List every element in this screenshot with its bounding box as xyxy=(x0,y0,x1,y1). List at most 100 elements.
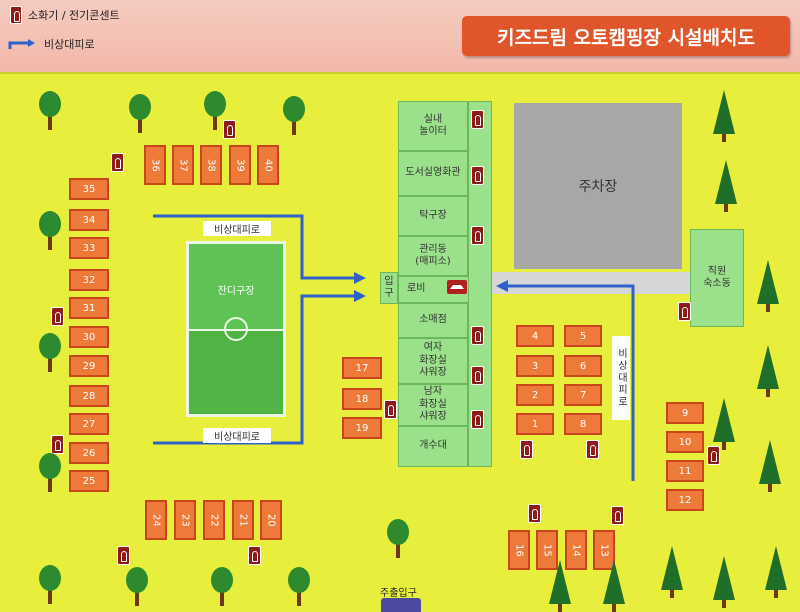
campsite[interactable]: 17 xyxy=(342,357,382,379)
legend-evac-label: 비상대피로 xyxy=(44,38,95,51)
tree-icon xyxy=(211,567,233,606)
center-circle xyxy=(224,317,248,341)
tree-icon xyxy=(387,519,409,558)
campsite[interactable]: 36 xyxy=(144,145,166,185)
campsite[interactable]: 6 xyxy=(564,355,602,377)
evac-label-top: 비상대피로 xyxy=(203,221,271,236)
library-theater: 도서실영화관 xyxy=(398,151,468,196)
campsite[interactable]: 22 xyxy=(203,500,225,540)
washroom: 개수대 xyxy=(398,426,468,467)
road xyxy=(492,272,690,294)
fire-extinguisher-icon xyxy=(223,120,236,139)
campsite[interactable]: 13 xyxy=(593,530,615,570)
campsite[interactable]: 38 xyxy=(200,145,222,185)
tree-icon xyxy=(129,94,151,133)
campsite[interactable]: 1 xyxy=(516,413,554,435)
men-restroom: 남자 화장실 샤워장 xyxy=(398,384,468,426)
campsite[interactable]: 8 xyxy=(564,413,602,435)
campsite[interactable]: 9 xyxy=(666,402,704,424)
parking-lot: 주차장 xyxy=(514,103,682,269)
campsite[interactable]: 20 xyxy=(260,500,282,540)
fire-extinguisher-icon xyxy=(611,506,624,525)
campsite[interactable]: 25 xyxy=(69,470,109,492)
fire-extinguisher-icon xyxy=(678,302,691,321)
campsite[interactable]: 27 xyxy=(69,413,109,435)
fire-extinguisher-icon xyxy=(384,400,397,419)
pine-tree-icon xyxy=(765,546,787,598)
fire-extinguisher-icon xyxy=(51,435,64,454)
tree-icon xyxy=(283,96,305,135)
tree-icon xyxy=(39,565,61,604)
pine-tree-icon xyxy=(549,560,571,612)
campsite[interactable]: 30 xyxy=(69,326,109,348)
indoor-playground: 실내 놀이터 xyxy=(398,101,468,151)
campsite[interactable]: 23 xyxy=(174,500,196,540)
campsite[interactable]: 2 xyxy=(516,384,554,406)
page-title: 키즈드림 오토캠핑장 시설배치도 xyxy=(462,16,790,56)
pine-tree-icon xyxy=(715,160,737,212)
campsite[interactable]: 34 xyxy=(69,209,109,231)
evac-label-right: 비상대피로 xyxy=(612,336,630,420)
campsite[interactable]: 31 xyxy=(69,297,109,319)
legend-evac: 비상대피로 xyxy=(8,36,95,52)
fire-extinguisher-icon xyxy=(51,307,64,326)
tree-icon xyxy=(288,567,310,606)
fire-extinguisher-icon xyxy=(248,546,261,565)
tree-icon xyxy=(126,567,148,606)
campsite[interactable]: 33 xyxy=(69,237,109,259)
campsite[interactable]: 39 xyxy=(229,145,251,185)
fire-extinguisher-icon xyxy=(471,226,484,245)
campsite[interactable]: 16 xyxy=(508,530,530,570)
legend-extinguisher-label: 소화기 / 전기콘센트 xyxy=(28,9,120,22)
fire-extinguisher-icon xyxy=(117,546,130,565)
campsite[interactable]: 26 xyxy=(69,442,109,464)
tree-icon xyxy=(204,91,226,130)
tree-icon xyxy=(39,453,61,492)
management-office: 관리동 (매피소) xyxy=(398,236,468,276)
pine-tree-icon xyxy=(661,546,683,598)
campsite[interactable]: 19 xyxy=(342,417,382,439)
campsite[interactable]: 7 xyxy=(564,384,602,406)
grass-field: 잔디구장 xyxy=(186,241,286,417)
campsite[interactable]: 21 xyxy=(232,500,254,540)
campsite[interactable]: 12 xyxy=(666,489,704,511)
tree-icon xyxy=(39,91,61,130)
campsite[interactable]: 15 xyxy=(536,530,558,570)
tree-icon xyxy=(39,333,61,372)
fire-extinguisher-icon xyxy=(10,6,22,24)
fire-extinguisher-icon xyxy=(586,440,599,459)
campsite[interactable]: 32 xyxy=(69,269,109,291)
campsite[interactable]: 28 xyxy=(69,385,109,407)
campsite[interactable]: 5 xyxy=(564,325,602,347)
campsite[interactable]: 37 xyxy=(172,145,194,185)
campsite[interactable]: 40 xyxy=(257,145,279,185)
staff-dorm: 직원 숙소동 xyxy=(690,229,744,327)
campsite[interactable]: 24 xyxy=(145,500,167,540)
fire-extinguisher-icon xyxy=(528,504,541,523)
campsite[interactable]: 10 xyxy=(666,431,704,453)
campsite[interactable]: 18 xyxy=(342,388,382,410)
header: 소화기 / 전기콘센트 비상대피로 키즈드림 오토캠핑장 시설배치도 xyxy=(0,0,800,74)
campsite[interactable]: 11 xyxy=(666,460,704,482)
campsite[interactable]: 4 xyxy=(516,325,554,347)
fire-extinguisher-icon xyxy=(471,166,484,185)
fire-extinguisher-icon xyxy=(471,326,484,345)
campsite[interactable]: 14 xyxy=(565,530,587,570)
store: 소매점 xyxy=(398,303,468,338)
fire-extinguisher-icon xyxy=(471,110,484,129)
campsite[interactable]: 35 xyxy=(69,178,109,200)
campsite[interactable]: 29 xyxy=(69,355,109,377)
fire-extinguisher-icon xyxy=(471,410,484,429)
entrance-door: 입 구 xyxy=(380,272,398,304)
table-tennis: 탁구장 xyxy=(398,196,468,236)
women-restroom: 여자 화장실 샤워장 xyxy=(398,338,468,384)
fire-extinguisher-icon xyxy=(471,366,484,385)
pine-tree-icon xyxy=(713,556,735,608)
main-entrance-label: 주출입구 xyxy=(380,588,417,599)
campsite[interactable]: 3 xyxy=(516,355,554,377)
pine-tree-icon xyxy=(757,260,779,312)
field-label: 잔디구장 xyxy=(217,286,255,297)
car-icon xyxy=(447,280,467,294)
